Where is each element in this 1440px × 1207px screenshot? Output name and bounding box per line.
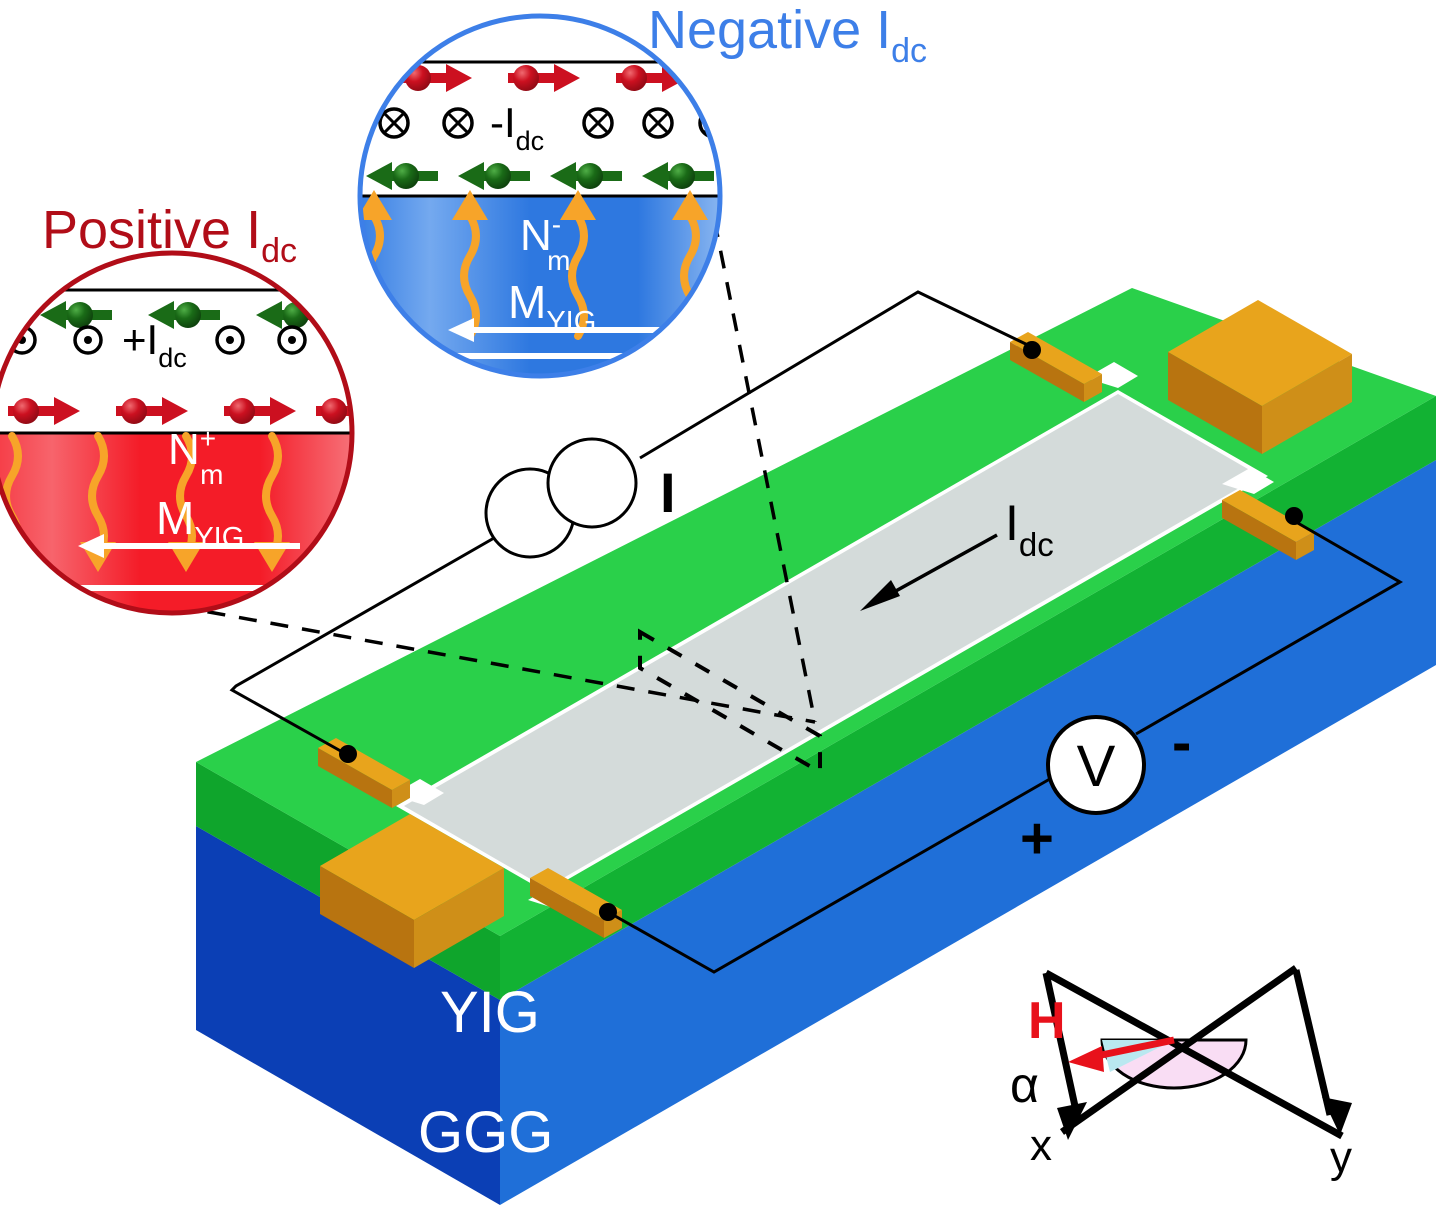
circuit-wiring: [229, 290, 1404, 974]
red-inset-bottom-spins: [8, 397, 352, 425]
platinum-lead-br: [1222, 468, 1274, 494]
idc-arrow: [860, 533, 998, 611]
yig-side-face: [500, 396, 1436, 1000]
axis-cross-1: [1044, 969, 1344, 1140]
positive-inset-title: Positive Idc: [42, 200, 297, 270]
inset-negative: [357, 13, 723, 379]
red-inset-border: [0, 250, 355, 616]
contact-dot-left: [339, 745, 357, 763]
negative-title-main: Negative I: [648, 0, 891, 60]
negative-magnetization-label: MYIG: [508, 276, 596, 338]
x-axis-line: [1042, 972, 1082, 1121]
callout-dashed-lines: [175, 187, 817, 724]
red-inset-top-spins: [40, 301, 328, 329]
positive-magnetization-label: MYIG: [156, 492, 244, 554]
y-axis-label: y: [1330, 1133, 1352, 1182]
wire-volt-left: [607, 770, 1063, 974]
negative-magnon-label: N-m: [520, 209, 570, 276]
blue-inset-bottom-spins: [366, 162, 714, 190]
coordinate-axes: [1042, 965, 1352, 1140]
y-axis-line: [1292, 969, 1334, 1116]
red-inset-myig-arrowhead: [78, 534, 104, 558]
gold-bar-right: [1222, 490, 1314, 560]
positive-current-label: +Idc: [122, 316, 187, 373]
axis-cross-2: [1059, 965, 1299, 1135]
source-label: I: [660, 461, 676, 524]
terminal-minus-label: -: [1172, 710, 1191, 775]
device-current-label: Idc: [1005, 495, 1054, 563]
h-vector-arrowhead: [1068, 1046, 1104, 1072]
positive-title-main: Positive I: [42, 200, 261, 260]
y-axis-arrowhead: [1322, 1097, 1352, 1135]
current-source-symbol: [484, 437, 638, 559]
yig-label: YIG: [440, 980, 540, 1045]
negative-inset-title: Negative Idc: [648, 0, 927, 70]
ggg-side-face: [500, 460, 1436, 1205]
wire-source-left: [229, 528, 509, 756]
wire-contact-dots: [339, 341, 1303, 921]
positive-magnon-label: N+m: [168, 423, 223, 490]
voltmeter-label: V: [1077, 734, 1116, 799]
contact-dot-bottom: [599, 903, 617, 921]
blue-inset-border: [357, 13, 723, 379]
voltmeter-symbol: [1046, 715, 1146, 815]
platinum-bar: [404, 394, 1260, 888]
callout-blue: [706, 187, 817, 723]
gold-pad-large-right: [1168, 300, 1352, 454]
ggg-label: GGG: [418, 1100, 553, 1165]
angle-label: α: [1010, 1057, 1039, 1113]
contact-dot-top: [1023, 341, 1041, 359]
wire-source-right: [639, 290, 1035, 460]
negative-current-label: -Idc: [490, 99, 544, 156]
contact-dot-right: [1285, 507, 1303, 525]
callout-red: [175, 604, 816, 724]
blue-inset-magnon-heads: [360, 190, 708, 220]
terminal-plus-label: +: [1020, 806, 1054, 871]
wire-volt-right: [1135, 520, 1404, 736]
field-label: H: [1028, 992, 1066, 1050]
negative-title-sub: dc: [891, 32, 927, 70]
x-axis-label: x: [1030, 1121, 1052, 1170]
platinum-strip: [392, 362, 1274, 910]
ggg-front-face: [196, 826, 500, 1205]
callout-region-box: [638, 628, 822, 776]
blue-inset-myig-arrowhead: [448, 318, 474, 342]
gold-pad-large-left: [320, 814, 504, 968]
positive-title-sub: dc: [261, 232, 297, 270]
